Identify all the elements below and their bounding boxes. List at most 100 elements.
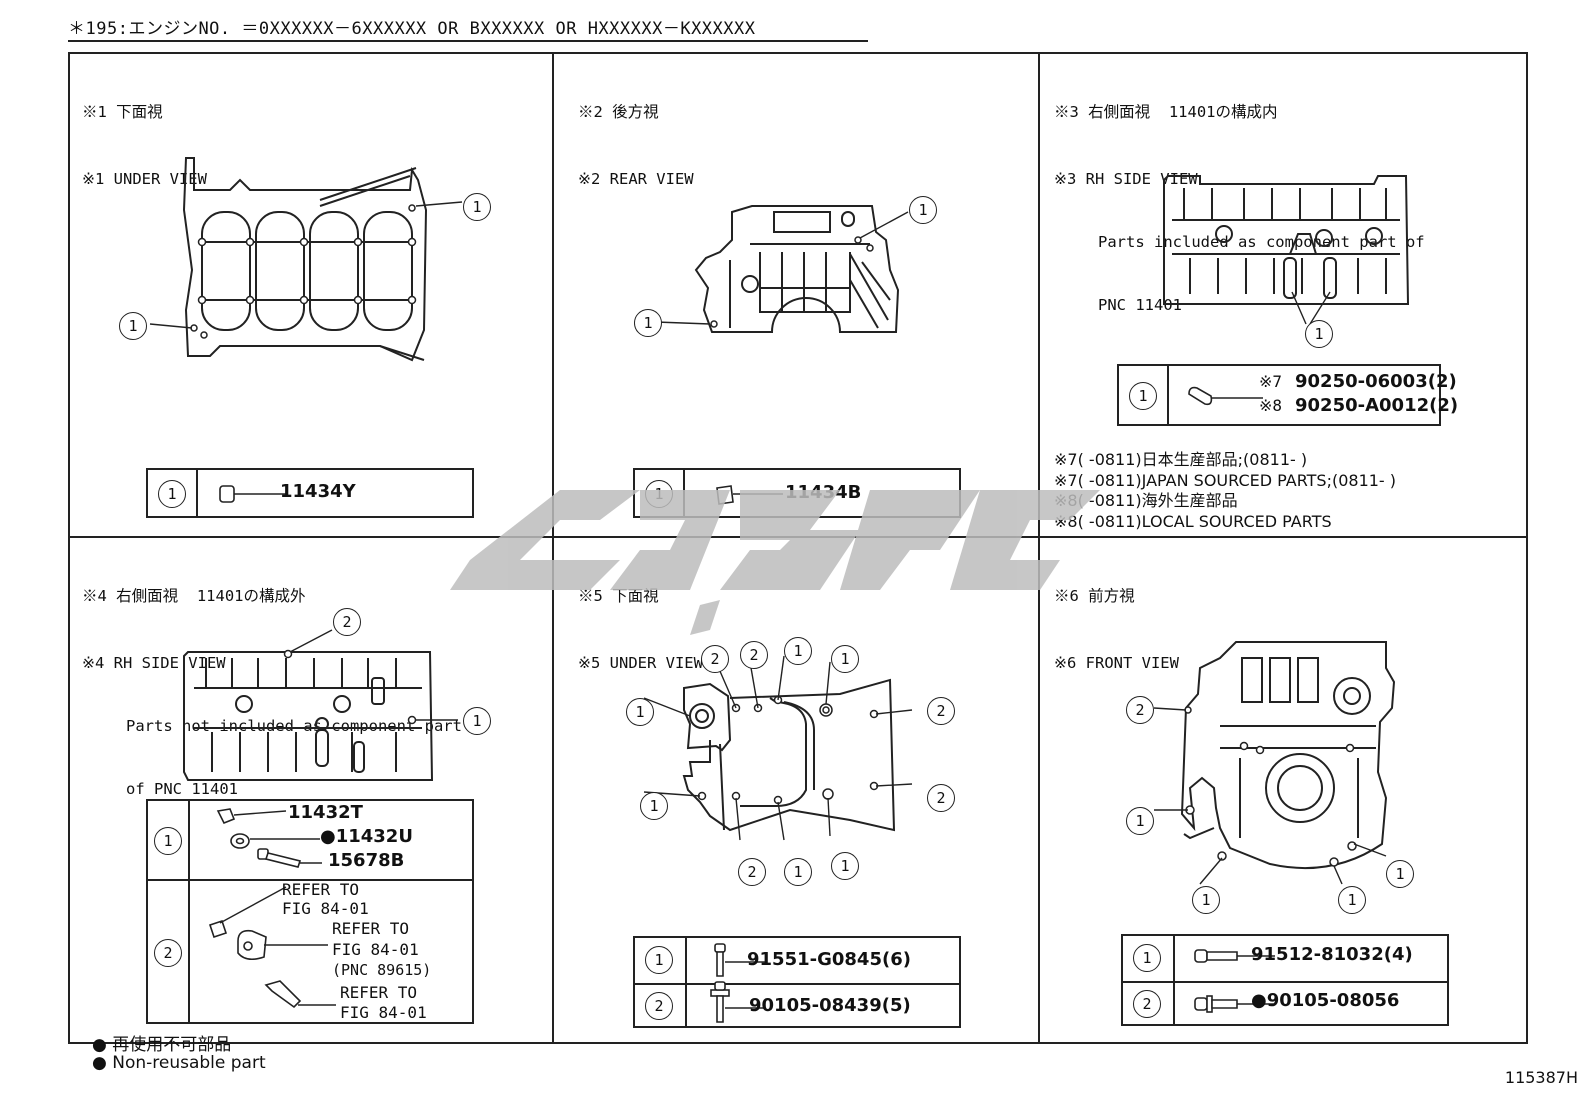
bolt-icon bbox=[1194, 949, 1275, 1013]
bolt-washer-icon bbox=[216, 808, 322, 868]
panel-3-parts-table: 1 ※7 90250-06003(2) ※8 90250-A0012(2) bbox=[1117, 364, 1458, 426]
panel-4-table-column-divider bbox=[188, 801, 190, 1022]
panel-5-table-column-divider bbox=[685, 938, 687, 1026]
panel-5-callout-2d: 2 bbox=[927, 784, 955, 812]
panel-4-callout-1: 1 bbox=[463, 707, 491, 735]
panel-6-titles: ※6 前方視 ※6 FRONT VIEW bbox=[1054, 544, 1179, 695]
panel-4-description-line-2: of PNC 11401 bbox=[126, 780, 238, 798]
panel-2-callout-1-lower: 1 bbox=[634, 309, 662, 337]
panel-2-titles: ※2 後方視 ※2 REAR VIEW bbox=[578, 60, 694, 211]
panel-5-callout-1e: 1 bbox=[784, 858, 812, 886]
panel-2-table-number-cell: 1 bbox=[635, 470, 685, 516]
panel-3-note-ref-8: ※8 bbox=[1259, 396, 1283, 415]
panel-6-callout-1c: 1 bbox=[1338, 886, 1366, 914]
panel-6-callout-1b: 1 bbox=[1192, 886, 1220, 914]
panel-1-callout-1-lower: 1 bbox=[119, 312, 147, 340]
plug-icon bbox=[1188, 386, 1263, 406]
panel-5-title-jp: ※5 下面視 bbox=[578, 587, 659, 605]
panel-3-note-ref-7: ※7 bbox=[1259, 372, 1283, 391]
grid-divider-vertical-1 bbox=[552, 52, 554, 1044]
panel-5-callout-2e: 2 bbox=[738, 858, 766, 886]
panel-6-parts-table: 1 2 91512-81032(4) ●90105-08056 bbox=[1121, 934, 1449, 1026]
panel-5-table-row-divider bbox=[635, 983, 959, 985]
panel-5-table-callout-2: 2 bbox=[645, 992, 673, 1020]
panel-3-table-number-cell: 1 bbox=[1119, 366, 1169, 424]
panel-3-block-rh-side-drawing bbox=[1163, 175, 1410, 325]
panel-3-description-line-2: PNC 11401 bbox=[1098, 296, 1182, 314]
panel-6-callout-1a: 1 bbox=[1126, 807, 1154, 835]
panel-3-note-line-2: ※7( -0811)JAPAN SOURCED PARTS;(0811- ) bbox=[1054, 470, 1397, 490]
panel-1-title-en: ※1 UNDER VIEW bbox=[82, 170, 207, 188]
engine-number-note: ＊195:エンジンNO. ＝0XXXXXX－6XXXXXX OR BXXXXXX… bbox=[68, 19, 756, 39]
grid-divider-vertical-2 bbox=[1038, 52, 1040, 1044]
panel-2-parts-table: 1 11434B bbox=[633, 468, 961, 518]
legend-non-reusable-en: ● Non-reusable part bbox=[92, 1053, 266, 1073]
panel-4-fig-1: FIG 84-01 bbox=[282, 899, 369, 918]
panel-1-table-callout: 1 bbox=[158, 480, 186, 508]
panel-6-callout-1d: 1 bbox=[1386, 860, 1414, 888]
panel-6-block-front-view-drawing bbox=[1153, 641, 1396, 885]
panel-1-titles: ※1 下面視 ※1 UNDER VIEW bbox=[82, 60, 207, 211]
panel-4-refer-3: REFER TO bbox=[340, 983, 418, 1002]
panel-6-part-number-2: ●90105-08056 bbox=[1251, 990, 1400, 1011]
panel-2-block-rear-view-drawing bbox=[655, 205, 909, 333]
panel-5-title-en: ※5 UNDER VIEW bbox=[578, 654, 703, 672]
panel-4-table-callout-2: 2 bbox=[154, 939, 182, 967]
panel-5-oil-pan-under-view-drawing bbox=[643, 655, 913, 841]
panel-1-parts-table: 1 11434Y bbox=[146, 468, 474, 518]
panel-5-callout-1b: 1 bbox=[831, 645, 859, 673]
panel-3-table-callout: 1 bbox=[1129, 382, 1157, 410]
panel-3-note-line-1: ※7( -0811)日本生産部品;(0811- ) bbox=[1054, 450, 1308, 469]
plug-icon bbox=[716, 485, 783, 505]
panel-6-table-row-divider bbox=[1123, 981, 1447, 983]
panel-2-callout-1-upper: 1 bbox=[909, 196, 937, 224]
diagram-frame bbox=[68, 52, 1528, 1044]
bolt-icon bbox=[710, 943, 765, 1023]
panel-4-title-jp: ※4 右側面視 11401の構成外 bbox=[82, 587, 306, 605]
plug-icon bbox=[219, 485, 288, 503]
panel-5-callout-1d: 1 bbox=[640, 792, 668, 820]
panel-4-callout-2: 2 bbox=[333, 608, 361, 636]
panel-5-part-number-2: 90105-08439(5) bbox=[749, 995, 911, 1016]
panel-4-table-callout-1: 1 bbox=[154, 827, 182, 855]
panel-5-titles: ※5 下面視 ※5 UNDER VIEW bbox=[578, 544, 703, 695]
panel-6-callout-2: 2 bbox=[1126, 696, 1154, 724]
panel-3-title-jp: ※3 右側面視 11401の構成内 bbox=[1054, 103, 1278, 121]
panel-1-table-number-cell: 1 bbox=[148, 470, 198, 516]
panel-5-callout-1f: 1 bbox=[831, 852, 859, 880]
panel-3-note-line-3: ※8( -0811)海外生産部品 bbox=[1054, 491, 1238, 510]
panel-2-part-number: 11434B bbox=[785, 482, 862, 503]
panel-4-part-number-1: 11432T bbox=[288, 802, 363, 823]
panel-4-part-number-3: 15678B bbox=[328, 850, 405, 871]
panel-1-block-under-view-drawing bbox=[149, 157, 463, 362]
panel-5-callout-2c: 2 bbox=[927, 697, 955, 725]
panel-3-description-line-1: Parts included as component part of bbox=[1098, 233, 1425, 251]
panel-3-callout-1: 1 bbox=[1305, 320, 1333, 348]
panel-4-fig-3: FIG 84-01 bbox=[340, 1003, 427, 1022]
panel-5-callout-1a: 1 bbox=[784, 637, 812, 665]
panel-4-table-row-divider bbox=[148, 879, 472, 881]
grid-divider-horizontal bbox=[68, 536, 1528, 538]
panel-6-table-column-divider bbox=[1173, 936, 1175, 1024]
figure-number: 115387H bbox=[1504, 1068, 1578, 1087]
panel-4-refer-2: REFER TO bbox=[332, 919, 410, 938]
legend-non-reusable-jp: ● 再使用不可部品 bbox=[92, 1035, 232, 1055]
panel-6-table-callout-2: 2 bbox=[1133, 990, 1161, 1018]
panel-1-title-jp: ※1 下面視 bbox=[82, 103, 163, 121]
panel-3-source-notes: ※7( -0811)日本生産部品;(0811- ) ※7( -0811)JAPA… bbox=[1054, 450, 1396, 532]
header-underline bbox=[68, 40, 868, 42]
panel-5-callout-2a: 2 bbox=[701, 645, 729, 673]
panel-1-part-number: 11434Y bbox=[280, 481, 356, 502]
panel-1-callout-1-upper: 1 bbox=[463, 193, 491, 221]
panel-5-part-number-1: 91551-G0845(6) bbox=[747, 949, 911, 970]
panel-3-note-line-4: ※8( -0811)LOCAL SOURCED PARTS bbox=[1054, 511, 1332, 531]
panel-5-table-callout-1: 1 bbox=[645, 946, 673, 974]
panel-6-part-number-1: 91512-81032(4) bbox=[1251, 944, 1413, 965]
panel-3-title-en: ※3 RH SIDE VIEW bbox=[1054, 170, 1198, 188]
panel-5-parts-table: 1 2 91551-G0845(6) 90105-08439(5) bbox=[633, 936, 961, 1028]
panel-4-parts-table: 1 11432T ●11432U 15678B 2 REFER TO FIG 8… bbox=[146, 799, 474, 1024]
panel-2-table-callout: 1 bbox=[645, 480, 673, 508]
panel-4-refer-1: REFER TO bbox=[282, 880, 360, 899]
panel-4-part-number-2: ●11432U bbox=[320, 826, 413, 847]
panel-2-title-jp: ※2 後方視 bbox=[578, 103, 659, 121]
